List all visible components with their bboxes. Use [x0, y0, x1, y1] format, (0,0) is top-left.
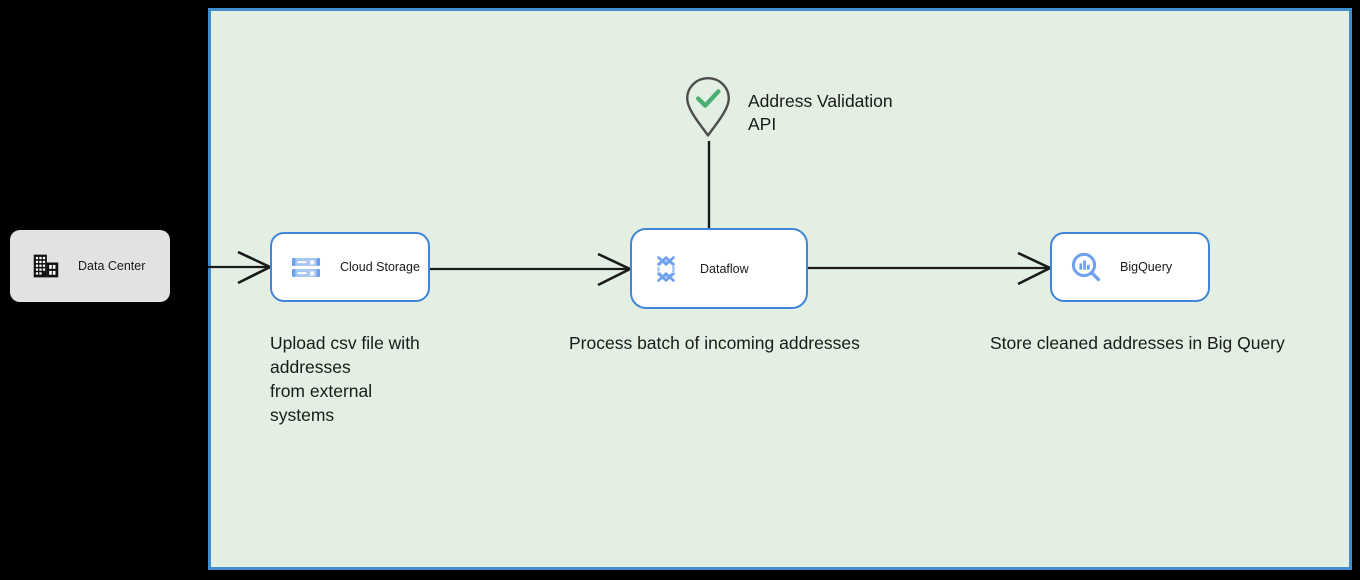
- node-cloud-storage[interactable]: Cloud Storage: [270, 232, 430, 302]
- node-data-center[interactable]: Data Center: [10, 230, 170, 302]
- caption-upload-step: Upload csv file with addresses from exte…: [270, 333, 420, 425]
- node-address-validation-api[interactable]: Address Validation API: [684, 76, 893, 138]
- address-validation-api-label: Address Validation API: [748, 91, 893, 134]
- node-bigquery[interactable]: BigQuery: [1050, 232, 1210, 302]
- dataflow-icon: [657, 255, 675, 282]
- bigquery-icon: [1071, 252, 1101, 282]
- location-pin-check-icon: [686, 77, 730, 137]
- dataflow-label: Dataflow: [700, 261, 749, 276]
- caption-process-step: Process batch of incoming addresses: [569, 333, 860, 353]
- node-dataflow[interactable]: Dataflow: [630, 228, 808, 309]
- caption-store-step: Store cleaned addresses in Big Query: [990, 333, 1285, 353]
- cloud-storage-label: Cloud Storage: [340, 260, 420, 274]
- data-center-icon: [33, 254, 59, 278]
- data-center-label: Data Center: [78, 259, 146, 273]
- cloud-storage-icon: [292, 258, 320, 277]
- bigquery-label: BigQuery: [1120, 260, 1173, 274]
